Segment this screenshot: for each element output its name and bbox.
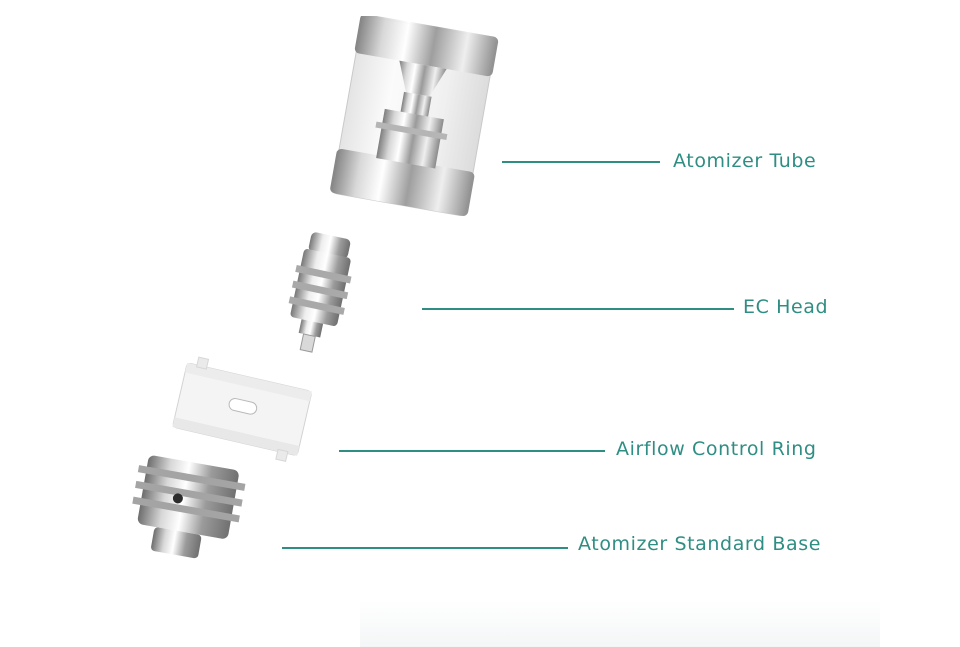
atomizer-tube-illustration — [330, 16, 499, 216]
leader-line-airflow-control-ring — [339, 450, 605, 452]
ec-head-illustration — [288, 232, 352, 353]
label-atomizer-tube: Atomizer Tube — [673, 150, 817, 172]
label-ec-head: EC Head — [743, 296, 829, 318]
leader-line-atomizer-standard-base — [282, 547, 568, 549]
label-airflow-control-ring: Airflow Control Ring — [616, 438, 817, 460]
leader-line-ec-head — [422, 308, 734, 310]
floor-shadow — [360, 600, 880, 647]
atomizer-standard-base-illustration — [132, 455, 246, 559]
leader-line-atomizer-tube — [502, 161, 660, 163]
label-atomizer-standard-base: Atomizer Standard Base — [578, 533, 821, 555]
airflow-control-ring-illustration — [172, 356, 312, 462]
